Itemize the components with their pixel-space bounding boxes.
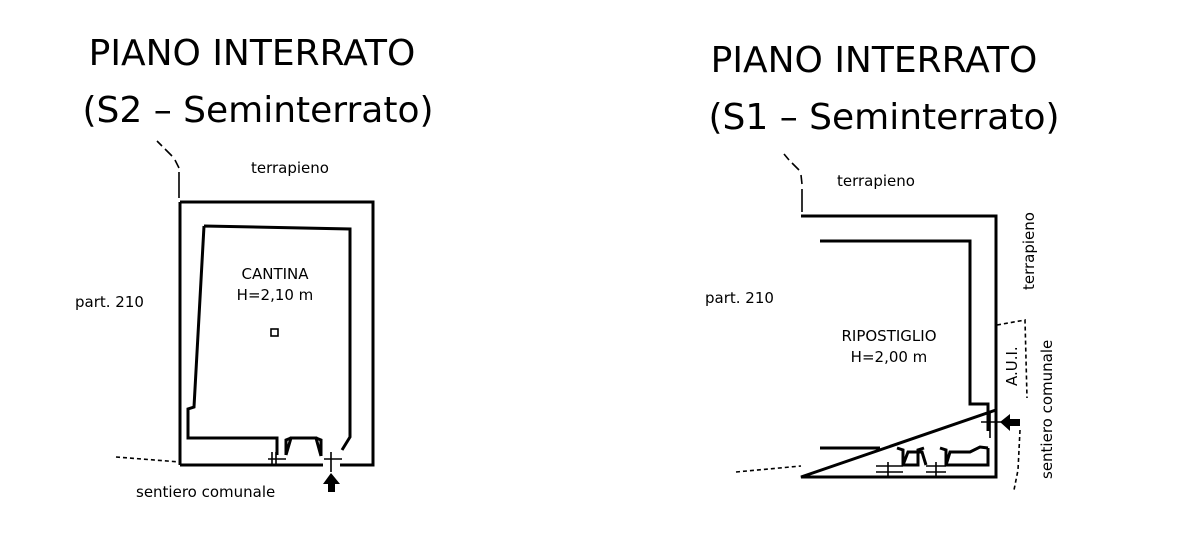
right-pillar-1 (901, 450, 928, 466)
left-label-sentiero-comunale: sentiero comunale (136, 483, 275, 501)
right-label-sentiero-comunale: sentiero comunale (1038, 340, 1056, 479)
right-room-height: H=2,00 m (851, 348, 928, 366)
right-pillar-2 (944, 445, 989, 466)
left-column-square (270, 328, 279, 337)
left-room-height: H=2,10 m (237, 286, 314, 304)
left-label-terrapieno: terrapieno (251, 159, 329, 177)
left-path-line (115, 456, 181, 463)
right-plan-title-line1: PIANO INTERRATO (711, 40, 1038, 81)
right-path-line (735, 465, 802, 473)
left-entrance-arrow-icon (323, 473, 340, 492)
right-label-terrapieno: terrapieno (837, 172, 915, 190)
left-door-mark-2 (324, 452, 342, 472)
right-boundary-line (783, 153, 803, 212)
left-label-part-210: part. 210 (75, 293, 144, 311)
left-room-name: CANTINA (241, 265, 309, 283)
right-room-name: RIPOSTIGLIO (841, 327, 936, 345)
right-plan-title-line2: (S1 – Seminterrato) (708, 97, 1059, 138)
right-window-mark-2 (926, 462, 946, 478)
left-boundary-line (156, 140, 180, 198)
right-label-part-210: part. 210 (705, 289, 774, 307)
left-door-mark-1 (268, 452, 286, 466)
left-pillar (284, 436, 323, 457)
right-entrance-arrow-icon (1000, 414, 1020, 431)
left-plan-title-line1: PIANO INTERRATO (89, 33, 416, 74)
right-outer-wall (800, 214, 998, 479)
right-label-aui: A.U.I. (1003, 346, 1021, 386)
right-window-mark-1 (876, 462, 903, 478)
right-floor-plan: PIANO INTERRATO (S1 – Seminterrato) terr… (705, 40, 1060, 491)
right-aui-boundary (996, 319, 1028, 491)
left-floor-plan: PIANO INTERRATO (S2 – Seminterrato) terr… (75, 33, 434, 501)
right-label-terrapieno-vertical: terrapieno (1020, 212, 1038, 290)
left-inner-wall (186, 224, 352, 456)
left-outer-wall (180, 200, 375, 467)
left-plan-title-line2: (S2 – Seminterrato) (82, 90, 433, 131)
